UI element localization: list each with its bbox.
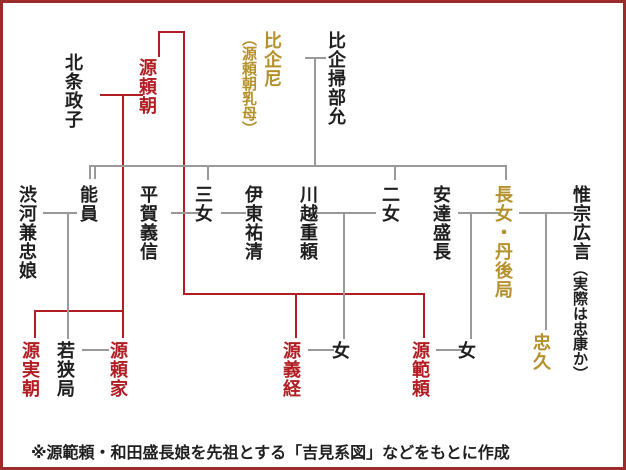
person-name: 二女	[379, 185, 400, 223]
person-shimazu-tadahisa: 忠久	[529, 333, 551, 371]
person-adachi-morinaga: 安達盛長	[429, 185, 451, 261]
person-note: （源頼朝乳母）	[240, 31, 258, 136]
person-hiki-no-ama: 比企尼（源頼朝乳母）	[238, 31, 282, 136]
person-minamoto-sanetomo: 源実朝	[18, 341, 40, 398]
person-daughter-adachi: 女	[454, 341, 476, 360]
person-name: 源頼朝	[136, 58, 157, 115]
line-gray-marriage-thirddaughter-ito	[221, 212, 246, 214]
person-name: 忠久	[530, 333, 551, 371]
person-minamoto-yoritomo: 源頼朝	[135, 58, 157, 115]
person-ito-sukekiyo: 伊東祐清	[241, 185, 263, 261]
person-name: 源義経	[280, 341, 301, 398]
person-hiraga-yoshinobu: 平賀義信	[136, 185, 158, 261]
line-gray-marriage-hiki-ama-kamonnojo	[305, 57, 326, 59]
person-shibukawa-daughter: 渋河兼忠娘	[15, 185, 37, 280]
line-gray-marriage-noriyori-daughter	[436, 349, 462, 351]
person-name: 三女	[192, 185, 213, 223]
line-gray-marriage-eldestdaughter-koremune	[519, 212, 574, 214]
person-hiki-kamonnojo: 比企掃部允	[324, 31, 346, 126]
person-name: 長女・丹後局	[492, 185, 513, 299]
person-name: 惟宗広言	[570, 185, 591, 261]
line-red-noriyori-drop	[423, 293, 425, 338]
line-red-masako-children-vertical	[122, 94, 124, 338]
person-minamoto-yoriie: 源頼家	[106, 341, 128, 398]
person-eldest-daughter-tango: 長女・丹後局	[491, 185, 513, 299]
person-name: 北条政子	[62, 53, 83, 129]
person-minamoto-yoshitsune: 源義経	[279, 341, 301, 398]
person-name: 平賀義信	[137, 185, 158, 261]
line-gray-third-daughter-drop	[207, 165, 209, 180]
person-name: 女	[329, 341, 350, 360]
person-minamoto-noriyori: 源範頼	[408, 341, 430, 398]
person-wakasa-no-tsubone: 若狭局	[53, 341, 75, 398]
person-name: 比企尼	[261, 31, 282, 88]
person-name: 比企掃部允	[325, 31, 346, 126]
line-gray-marriage-hiraga-thirddaughter	[171, 212, 200, 214]
line-gray-marriage-wakasa-yoriie	[82, 349, 109, 351]
line-red-marriage-masako-yoritomo	[100, 94, 143, 96]
person-hiki-yoshikazu: 能員	[76, 185, 98, 223]
line-gray-marriage-shibukawa-yoshikazu	[43, 212, 77, 214]
person-name: 能員	[77, 185, 98, 223]
line-gray-wakasa-vertical	[67, 212, 69, 339]
person-name: 渋河兼忠娘	[16, 185, 37, 280]
line-red-sanetomo-drop	[34, 310, 36, 338]
person-kawagoe-shigeyori: 川越重頼	[296, 185, 318, 261]
line-gray-yoshikazu-adoption-drop-b	[94, 165, 96, 179]
person-hojo-masako: 北条政子	[61, 53, 83, 129]
line-gray-eldest-daughter-drop	[505, 165, 507, 180]
person-name: 伊東祐清	[242, 185, 263, 261]
line-red-sibling-vertical	[183, 31, 185, 295]
line-gray-marriage-yoshitsune-daughter	[308, 349, 334, 351]
line-red-sibling-horizontal	[183, 293, 425, 295]
person-second-daughter: 二女	[378, 185, 400, 223]
line-gray-kawagoe-daughter-vertical	[343, 212, 345, 339]
person-name: 源頼家	[107, 341, 128, 398]
line-gray-tadahisa-vertical	[545, 212, 547, 330]
person-name: 源実朝	[19, 341, 40, 398]
line-gray-marriage-adachi-eldestdaughter	[458, 212, 499, 214]
line-gray-hiki-children-vertical	[314, 57, 316, 166]
person-name: 女	[455, 341, 476, 360]
line-gray-adachi-daughter-vertical	[470, 212, 472, 339]
line-red-children-bracket	[34, 310, 124, 312]
person-daughter-kawagoe: 女	[328, 341, 350, 360]
line-red-yoshitsune-drop	[295, 293, 297, 338]
line-red-yoritomo-sibling-bracket-left	[158, 31, 160, 57]
footnote: ※源範頼・和田盛長娘を先祖とする「吉見系図」などをもとに作成	[31, 443, 510, 462]
person-note: （実際は忠康か）	[571, 261, 589, 381]
line-gray-hiki-sibling-line	[89, 165, 507, 167]
person-name: 安達盛長	[430, 185, 451, 261]
line-red-yoritomo-sibling-bracket-top	[158, 31, 185, 33]
person-name: 川越重頼	[297, 185, 318, 261]
person-name: 源範頼	[409, 341, 430, 398]
line-gray-yoshikazu-adoption-drop-a	[89, 165, 91, 179]
person-koremune-hirokoto: 惟宗広言（実際は忠康か）	[569, 185, 591, 381]
person-third-daughter: 三女	[191, 185, 213, 223]
person-name: 若狭局	[54, 341, 75, 398]
line-gray-second-daughter-drop	[394, 165, 396, 180]
